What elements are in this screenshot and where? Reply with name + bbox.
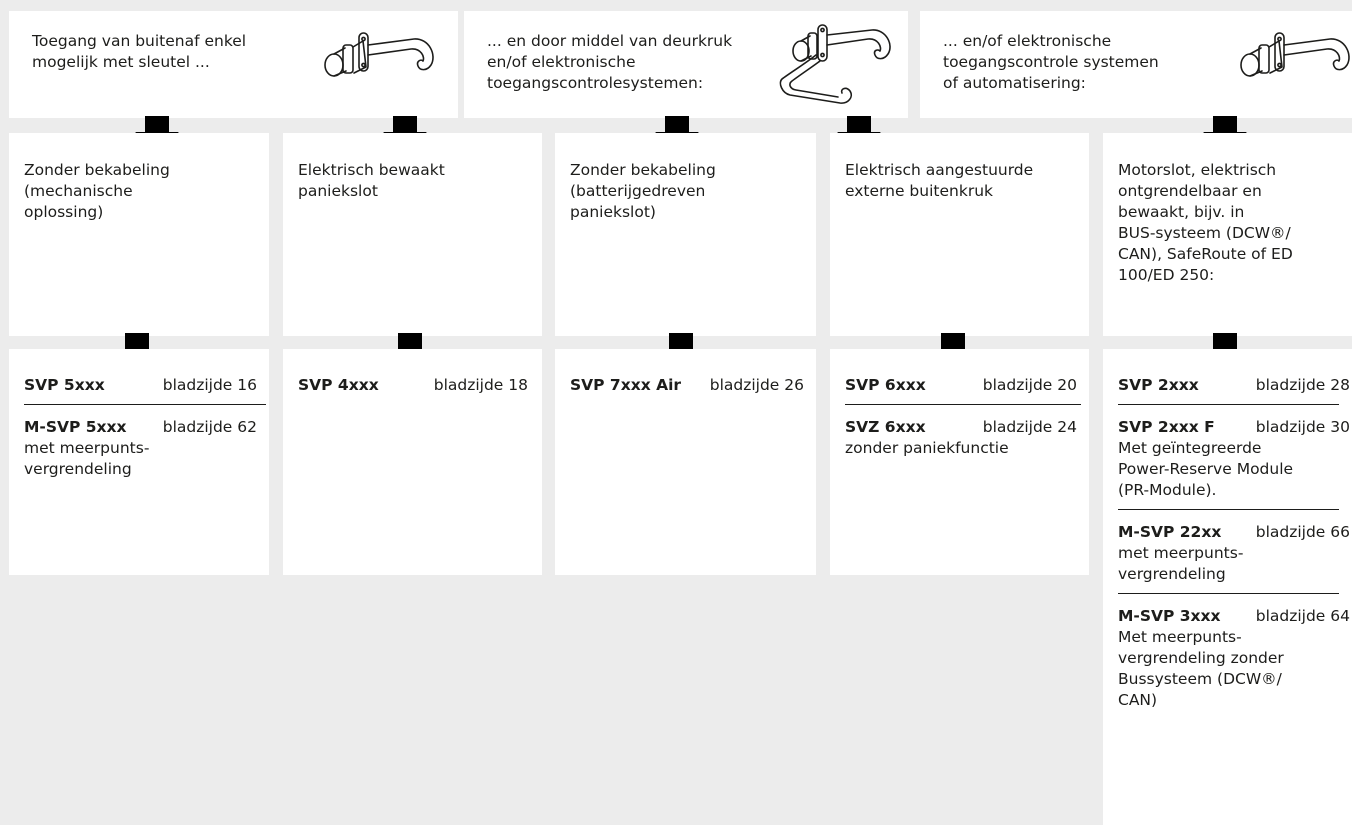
door-handle-icon bbox=[324, 32, 434, 77]
text-line: CAN), SafeRoute of ED bbox=[1118, 245, 1293, 263]
text-line: bewaakt, bijv. in bbox=[1118, 203, 1245, 221]
divider bbox=[24, 404, 266, 405]
product-box: SVP 5xxx bladzijde 16 M-SVP 5xxx bladzij… bbox=[9, 349, 269, 575]
text-line: Elektrisch aangestuurde bbox=[845, 161, 1034, 179]
product-code: M-SVP 3xxx bbox=[1118, 607, 1221, 625]
page-reference: bladzijde 62 bbox=[162, 418, 257, 436]
divider bbox=[1118, 593, 1339, 594]
page-reference: bladzijde 20 bbox=[982, 376, 1077, 394]
product-entry: M-SVP 5xxx bladzijde 62 bbox=[24, 417, 257, 438]
product-note: vergrendeling bbox=[1118, 565, 1226, 583]
text-line: of automatisering: bbox=[943, 74, 1086, 92]
text-line: ... en/of elektronische bbox=[943, 32, 1112, 50]
product-note: Met meerpunts- bbox=[1118, 628, 1242, 646]
category-box: Zonder bekabeling (batterijgedreven pani… bbox=[555, 133, 816, 336]
product-code: SVP 5xxx bbox=[24, 376, 105, 394]
text-line: ontgrendelbaar en bbox=[1118, 182, 1262, 200]
product-note: met meerpunts- bbox=[1118, 544, 1244, 562]
page-reference: bladzijde 64 bbox=[1255, 607, 1350, 625]
text-line: 100/ED 250: bbox=[1118, 266, 1215, 284]
category-text: Elektrisch bewaakt paniekslot bbox=[298, 160, 530, 202]
product-code: SVP 2xxx F bbox=[1118, 418, 1215, 436]
product-note: Met geïntegreerde bbox=[1118, 439, 1262, 457]
page-reference: bladzijde 18 bbox=[433, 376, 528, 394]
category-box: Elektrisch aangestuurde externe buitenkr… bbox=[830, 133, 1089, 336]
text-line: Toegang van buitenaf enkel bbox=[32, 32, 247, 50]
divider bbox=[1118, 509, 1339, 510]
text-line: externe buitenkruk bbox=[845, 182, 993, 200]
product-code: SVZ 6xxx bbox=[845, 418, 926, 436]
divider bbox=[1118, 404, 1339, 405]
top-box-text: ... en/of elektronische toegangscontrole… bbox=[943, 31, 1208, 94]
product-entry: SVZ 6xxx bladzijde 24 bbox=[845, 417, 1077, 438]
top-box-text: Toegang van buitenaf enkel mogelijk met … bbox=[32, 31, 297, 73]
product-box: SVP 7xxx Air bladzijde 26 bbox=[555, 349, 816, 575]
category-box: Motorslot, elektrisch ontgrendelbaar en … bbox=[1103, 133, 1352, 336]
text-line: BUS-systeem (DCW®/ bbox=[1118, 224, 1291, 242]
top-box-text: ... en door middel van deurkruk en/of el… bbox=[487, 31, 787, 94]
category-box: Zonder bekabeling (mechanische oplossing… bbox=[9, 133, 269, 336]
product-note: Bussysteem (DCW®/ bbox=[1118, 670, 1282, 688]
product-entry: SVP 4xxx bladzijde 18 bbox=[298, 375, 528, 396]
product-entry: SVP 5xxx bladzijde 16 bbox=[24, 375, 257, 396]
top-box-electronic: ... en/of elektronische toegangscontrole… bbox=[920, 11, 1352, 118]
product-note: vergrendeling zonder bbox=[1118, 649, 1284, 667]
text-line: Zonder bekabeling bbox=[24, 161, 170, 179]
category-text: Zonder bekabeling (batterijgedreven pani… bbox=[570, 160, 804, 223]
text-line: (mechanische bbox=[24, 182, 133, 200]
product-entry: SVP 6xxx bladzijde 20 bbox=[845, 375, 1077, 396]
category-text: Motorslot, elektrisch ontgrendelbaar en … bbox=[1118, 160, 1352, 286]
top-box-key-only: Toegang van buitenaf enkel mogelijk met … bbox=[9, 11, 458, 118]
door-handle-and-knob-icon bbox=[779, 24, 891, 104]
category-text: Zonder bekabeling (mechanische oplossing… bbox=[24, 160, 257, 223]
text-line: oplossing) bbox=[24, 203, 104, 221]
top-box-handle: ... en door middel van deurkruk en/of el… bbox=[464, 11, 908, 118]
text-line: paniekslot bbox=[298, 182, 378, 200]
product-box: SVP 4xxx bladzijde 18 bbox=[283, 349, 542, 575]
page-reference: bladzijde 26 bbox=[709, 376, 804, 394]
product-code: M-SVP 5xxx bbox=[24, 418, 127, 436]
product-entry: SVP 2xxx F bladzijde 30 bbox=[1118, 417, 1350, 438]
text-line: paniekslot) bbox=[570, 203, 656, 221]
product-code: SVP 7xxx Air bbox=[570, 376, 682, 394]
product-note: zonder paniekfunctie bbox=[845, 439, 1009, 457]
door-handle-icon bbox=[1240, 32, 1350, 77]
product-box: SVP 6xxx bladzijde 20 SVZ 6xxx bladzijde… bbox=[830, 349, 1089, 575]
text-line: Zonder bekabeling bbox=[570, 161, 716, 179]
product-entry: M-SVP 3xxx bladzijde 64 bbox=[1118, 606, 1350, 627]
product-entry: M-SVP 22xx bladzijde 66 bbox=[1118, 522, 1350, 543]
text-line: ... en door middel van deurkruk bbox=[487, 32, 733, 50]
page-reference: bladzijde 66 bbox=[1255, 523, 1350, 541]
page-reference: bladzijde 28 bbox=[1255, 376, 1350, 394]
text-line: mogelijk met sleutel ... bbox=[32, 53, 210, 71]
product-code: M-SVP 22xx bbox=[1118, 523, 1222, 541]
product-note: CAN) bbox=[1118, 691, 1158, 709]
text-line: (batterijgedreven bbox=[570, 182, 706, 200]
category-text: Elektrisch aangestuurde externe buitenkr… bbox=[845, 160, 1077, 202]
category-box: Elektrisch bewaakt paniekslot bbox=[283, 133, 542, 336]
page-reference: bladzijde 24 bbox=[982, 418, 1077, 436]
product-code: SVP 2xxx bbox=[1118, 376, 1199, 394]
product-entry: SVP 7xxx Air bladzijde 26 bbox=[570, 375, 804, 396]
product-note: met meerpunts- bbox=[24, 439, 150, 457]
product-note: (PR-Module). bbox=[1118, 481, 1217, 499]
text-line: toegangscontrole systemen bbox=[943, 53, 1159, 71]
page-reference: bladzijde 16 bbox=[162, 376, 257, 394]
product-code: SVP 6xxx bbox=[845, 376, 926, 394]
product-note: Power-Reserve Module bbox=[1118, 460, 1294, 478]
divider bbox=[845, 404, 1081, 405]
product-box: SVP 2xxx bladzijde 28 SVP 2xxx F bladzij… bbox=[1103, 349, 1352, 825]
product-entry: SVP 2xxx bladzijde 28 bbox=[1118, 375, 1350, 396]
text-line: en/of elektronische bbox=[487, 53, 636, 71]
text-line: toegangscontrolesystemen: bbox=[487, 74, 704, 92]
text-line: Motorslot, elektrisch bbox=[1118, 161, 1277, 179]
product-code: SVP 4xxx bbox=[298, 376, 379, 394]
product-note: vergrendeling bbox=[24, 460, 132, 478]
page-reference: bladzijde 30 bbox=[1255, 418, 1350, 436]
text-line: Elektrisch bewaakt bbox=[298, 161, 445, 179]
